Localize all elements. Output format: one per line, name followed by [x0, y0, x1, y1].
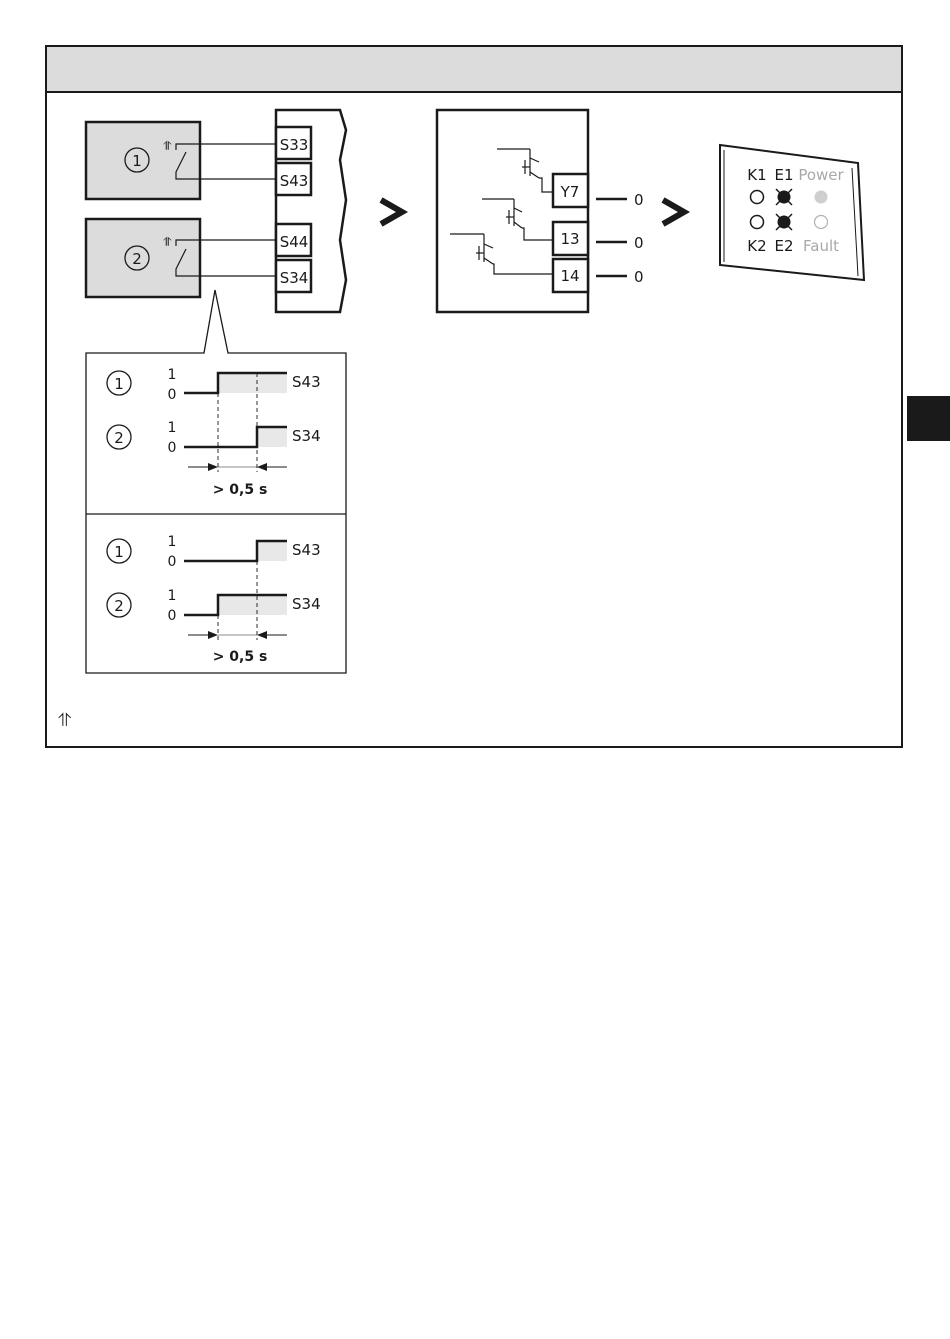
led-e2-icon: [776, 214, 792, 230]
level-high-label: 1: [168, 588, 177, 604]
level-high-label: 1: [168, 420, 177, 436]
led-panel: K1 E1 Power K2 E2 Fault: [720, 145, 864, 280]
timing-b-duration: > 0,5 s: [213, 649, 268, 665]
level-high-label: 1: [168, 534, 177, 550]
timing-b-channel-1: 1: [114, 543, 124, 561]
timing-a-duration: > 0,5 s: [213, 482, 268, 498]
contact-device-2-number: 2: [132, 250, 142, 268]
chevron-right-icon: [381, 200, 402, 224]
output-y7-value: 0: [634, 191, 644, 209]
level-low-label: 0: [168, 387, 177, 403]
level-high-label: 1: [168, 367, 177, 383]
footnote-arrow-icon: ⥣: [58, 710, 71, 731]
led-k1-label: K1: [747, 166, 766, 184]
level-low-label: 0: [168, 554, 177, 570]
terminal-s34-label: S34: [280, 269, 309, 287]
led-fault-label: Fault: [803, 237, 839, 255]
output-13-value: 0: [634, 234, 644, 252]
output-y7-label: Y7: [560, 183, 580, 201]
timing-b-terminal-2: S34: [292, 595, 321, 613]
terminal-s44-label: S44: [280, 233, 309, 251]
chevron-right-icon: [663, 200, 684, 224]
timing-a-terminal-2: S34: [292, 427, 321, 445]
contact-device-1-number: 1: [132, 152, 142, 170]
terminal-s33-label: S33: [280, 136, 309, 154]
led-k2-label: K2: [747, 237, 766, 255]
level-low-label: 0: [168, 608, 177, 624]
terminal-strip: S33 S43 S44 S34: [276, 110, 346, 312]
actuation-arrow-icon: ⥣: [163, 139, 173, 153]
terminal-s43-label: S43: [280, 172, 309, 190]
output-14-label: 14: [560, 267, 579, 285]
actuation-arrow-icon: ⥣: [163, 235, 173, 249]
output-14-value: 0: [634, 268, 644, 286]
timing-callout: 1 1 0 S43 2 1 0 S34 > 0,5 s 1 1: [86, 290, 346, 673]
led-power-label: Power: [798, 166, 844, 184]
timing-b-terminal-1: S43: [292, 541, 321, 559]
contact-device-2: 2 ⥣: [86, 219, 278, 297]
timing-a-channel-1: 1: [114, 375, 124, 393]
led-e1-label: E1: [774, 166, 793, 184]
led-e2-label: E2: [774, 237, 793, 255]
led-e1-icon: [776, 189, 792, 205]
timing-b-channel-2: 2: [114, 597, 124, 615]
timing-a-terminal-1: S43: [292, 373, 321, 391]
level-low-label: 0: [168, 440, 177, 456]
led-power-icon: [815, 191, 828, 204]
contact-device-1: 1 ⥣: [86, 122, 278, 199]
output-module: Y7 13 14 0 0 0: [437, 110, 644, 312]
timing-a-channel-2: 2: [114, 429, 124, 447]
output-13-label: 13: [560, 230, 579, 248]
